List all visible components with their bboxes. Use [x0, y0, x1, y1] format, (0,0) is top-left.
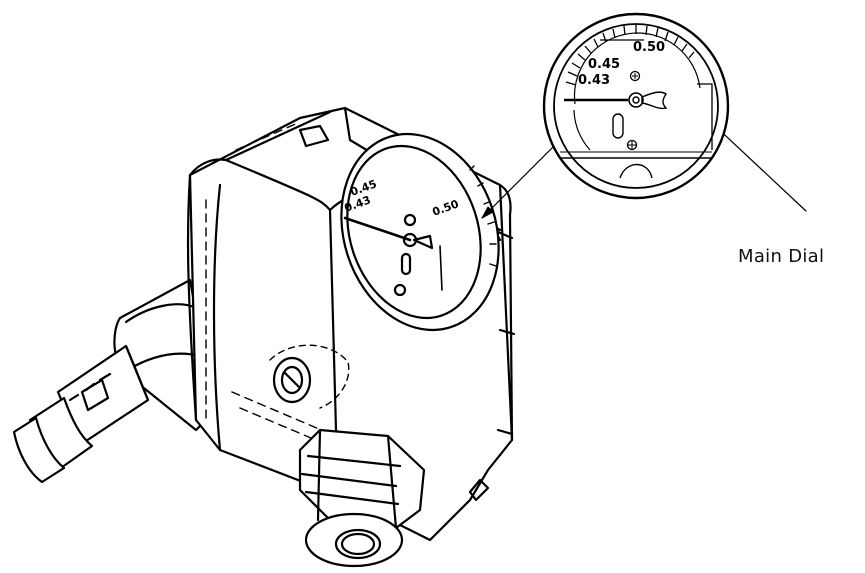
- main-dial-label: Main Dial: [738, 246, 825, 267]
- dial-reading-050: 0.50: [633, 40, 665, 55]
- cable-gland: [298, 428, 426, 568]
- sensor-probe: [12, 278, 216, 484]
- adjustment-screw: [269, 344, 350, 409]
- callout-line-dial: [481, 142, 558, 219]
- dial-reading-043: 0.43: [578, 73, 610, 88]
- main-dial-detail: 0.50 0.45 0.43: [542, 12, 730, 200]
- dial-reading-045: 0.45: [588, 57, 620, 72]
